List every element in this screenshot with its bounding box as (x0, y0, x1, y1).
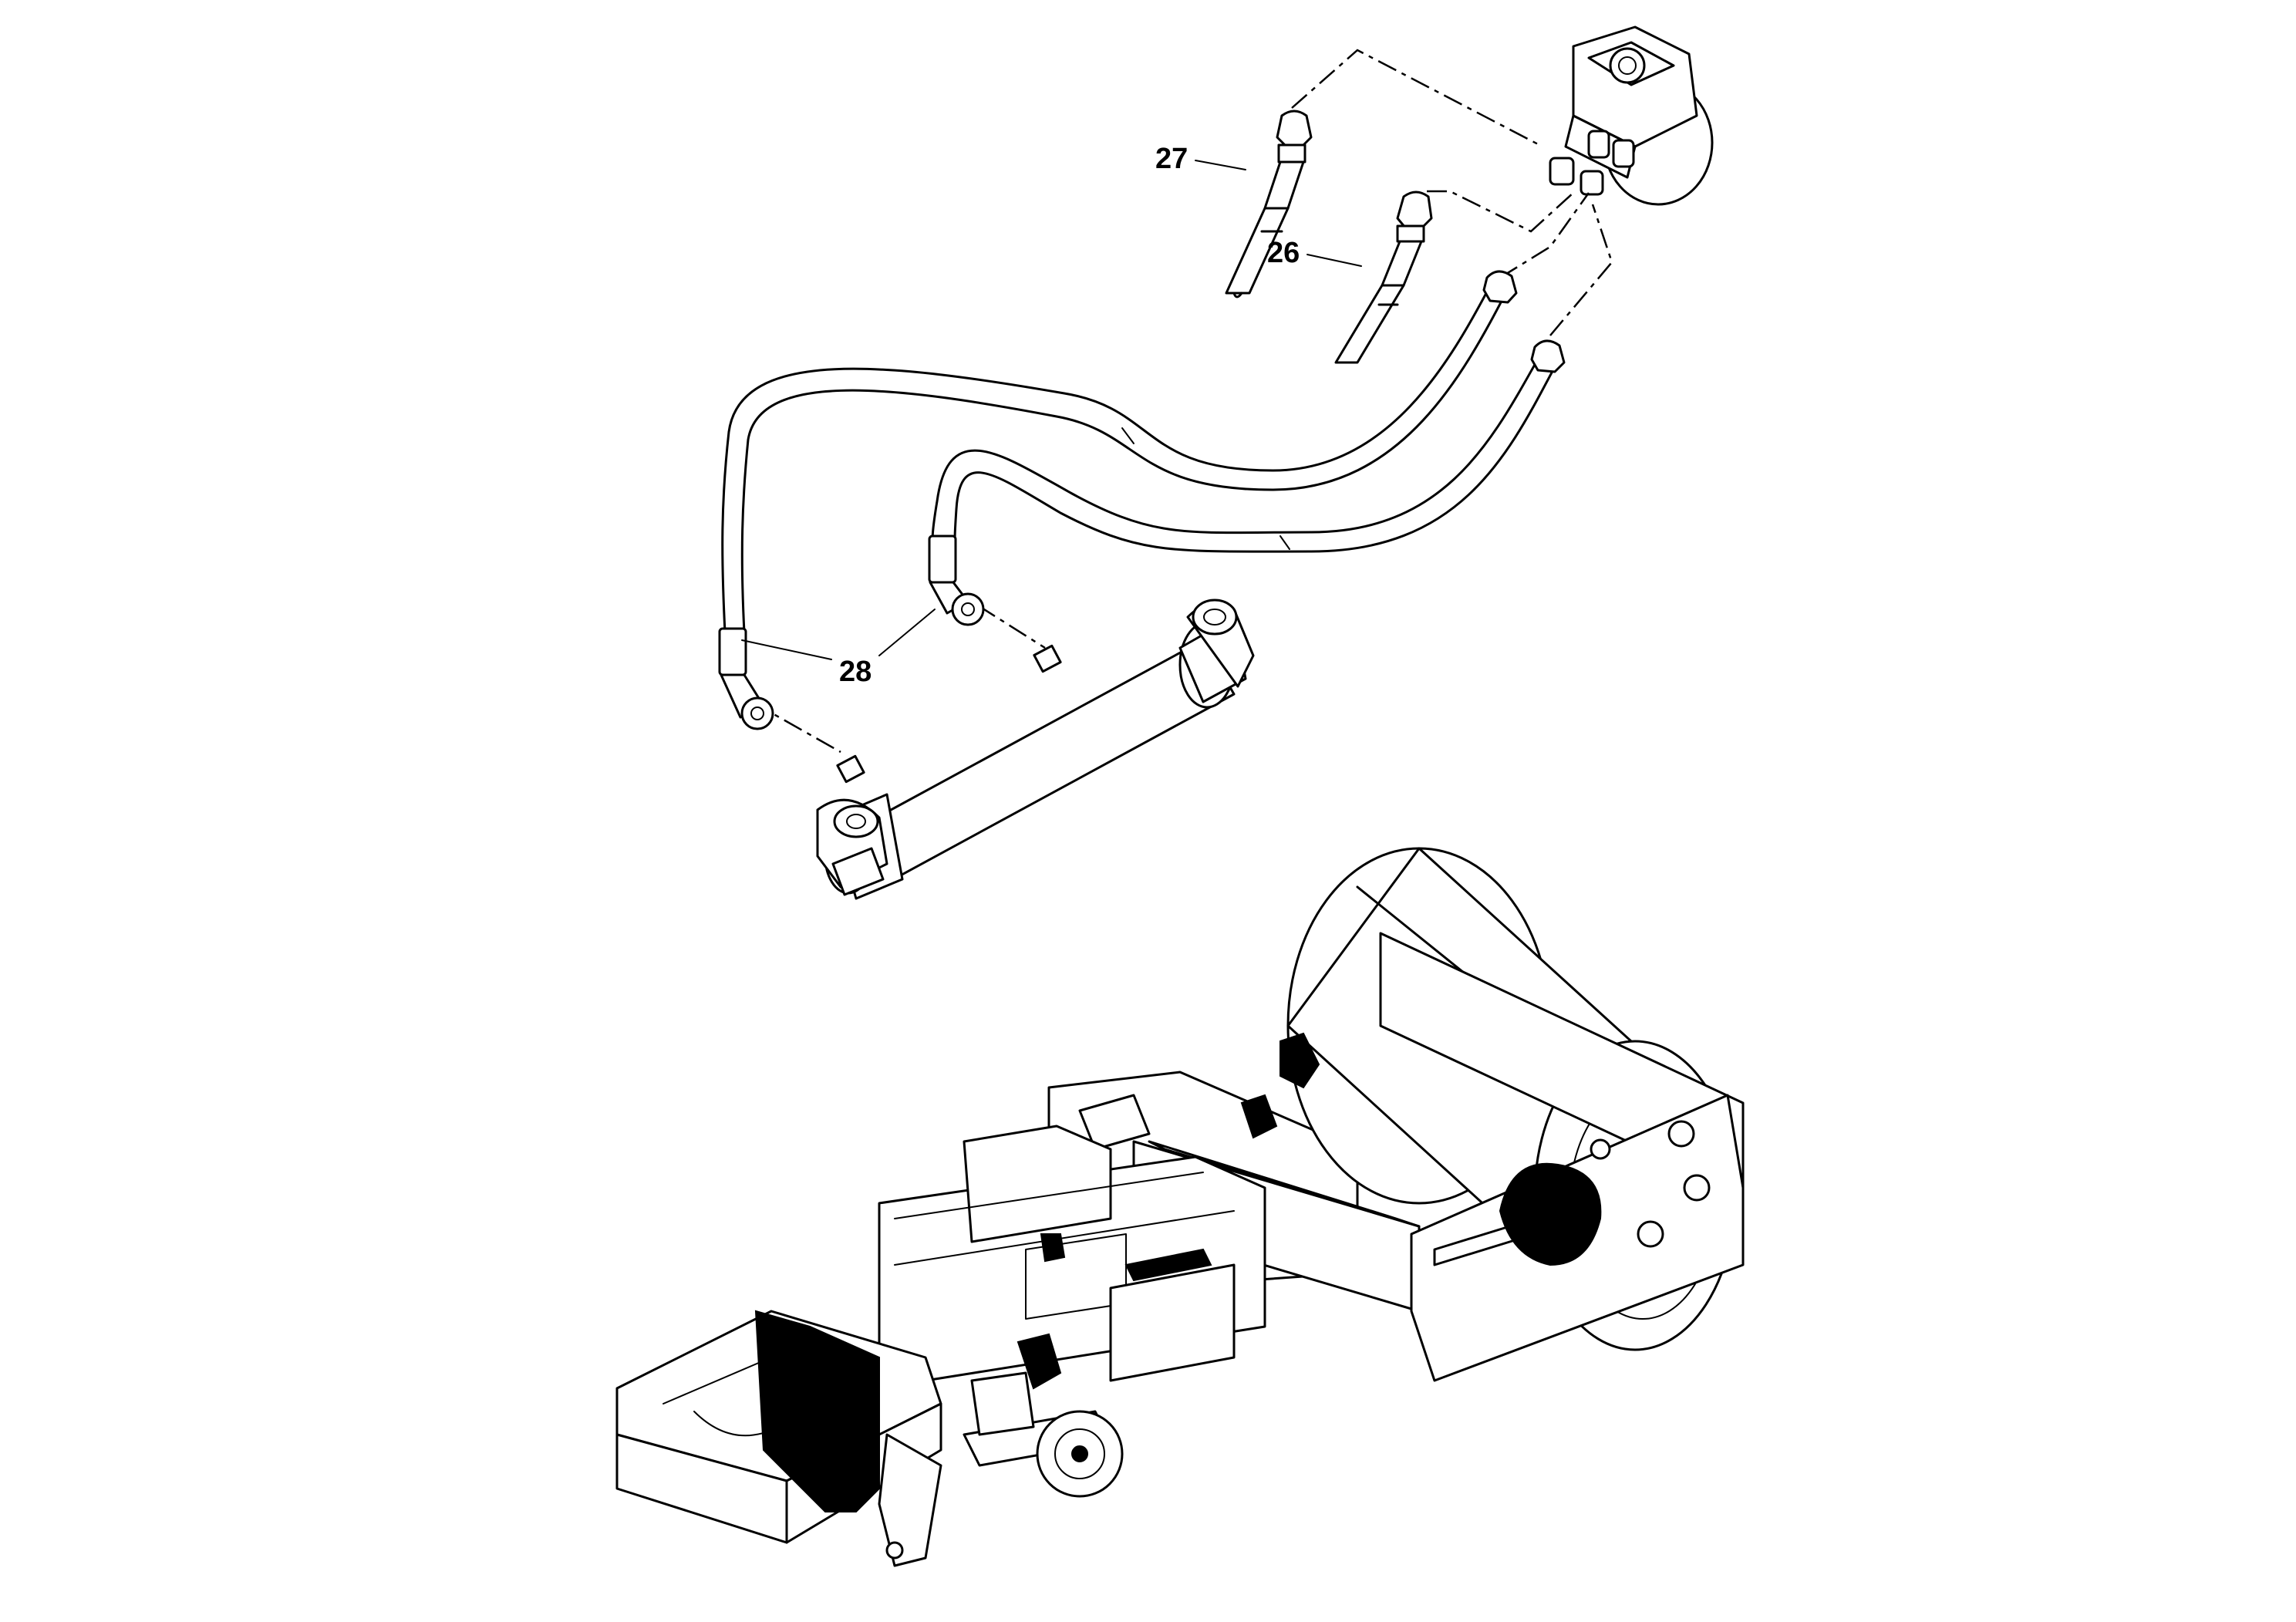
svg-text:26: 26 (1267, 237, 1300, 269)
radiator (754, 1310, 880, 1512)
callout-28: 28 (741, 609, 936, 688)
hose-26 (1334, 191, 1433, 364)
rear-axle (963, 1233, 1212, 1498)
svg-text:27: 27 (1155, 143, 1188, 175)
hose-pair-28 (718, 270, 1566, 730)
roller-machine-frame (615, 1071, 1421, 1567)
steering-cylinder (816, 599, 1255, 900)
callout-27: 27 (1155, 143, 1246, 175)
callout-26: 26 (1267, 237, 1362, 269)
hose-27 (1225, 110, 1313, 298)
assembly-leader-lines (751, 49, 1613, 754)
svg-text:28: 28 (839, 656, 872, 688)
drum (1240, 847, 1745, 1382)
steering-valve (1549, 25, 1714, 206)
